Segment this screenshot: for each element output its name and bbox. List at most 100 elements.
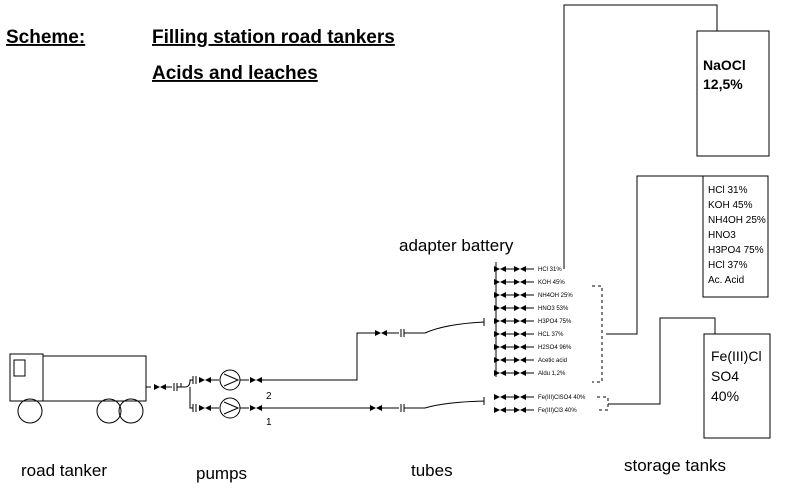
adapter-row: NH4OH 25% [494,292,573,299]
adapter-row: HCL 37% [494,331,564,338]
adapter-inlet-valve-icon [494,292,506,298]
pump-2-coupling-icon [192,376,197,384]
adapter-inlet-valve-icon [494,318,506,324]
road-tanker [9,353,151,424]
acids-tank [702,175,769,298]
pump-1-arrow-icon [223,401,240,415]
tube-2-hose [404,318,485,334]
title-line-1: Filling station road tankers [152,27,395,48]
adapter-battery: HCl 31% KOH 45% NH4OH 25% HNO3 53% H3PO4 75%… [494,262,609,414]
adapter-inlet-valve-icon [494,305,506,311]
adapter-outlet-valve-icon [514,407,526,413]
fe-tank-line-3: 40% [711,388,739,404]
naocl-tank-line-1: NaOCl [703,57,746,73]
tanker-window [13,359,26,377]
upper-adapter-rows: HCl 31% KOH 45% NH4OH 25% HNO3 53% H3PO4 75%… [494,266,573,377]
pump-1-inlet-valve-icon [199,405,211,411]
upper-adapter-bracket [592,285,603,383]
adapter-row: Aldu 1,2% [494,370,566,377]
lower-adapter-rows: Fe(III)ClSO4 40% Fe(III)Cl3 40% [494,394,586,414]
adapter-row: H2SO4 96% [494,344,572,351]
tanker-to-pumps-pipe [177,379,193,409]
adapter-label: HCL 37% [538,332,564,338]
fe-tank-line-2: SO4 [711,368,739,384]
tube-1-valve-icon [370,405,382,411]
adapter-outlet-valve-icon [514,292,526,298]
acids-tank-line-1: HCl 31% [708,185,748,196]
lower-adapter-bracket [597,396,609,411]
adapter-label: Fe(III)ClSO4 40% [538,395,586,401]
adapter-row: HNO3 53% [494,305,569,312]
adapter-inlet-valve-icon [494,357,506,363]
tube-2-coupling-icon [400,329,405,337]
adapter-label: HNO3 53% [538,306,569,312]
adapter-row: Fe(III)Cl3 40% [494,407,577,414]
adapter-label: H2SO4 96% [538,345,572,351]
adapter-inlet-valve-icon [494,370,506,376]
adapter-row: HCl 31% [494,266,562,273]
tube-2-valve-icon [375,330,387,336]
title-line-2: Acids and leaches [152,63,318,84]
tanker-tank [42,355,147,402]
acids-tank-line-7: Ac. Acid [708,275,744,286]
road-tanker-caption: road tanker [21,461,107,480]
adapter-inlet-valve-icon [494,344,506,350]
adapter-label: Acetic acid [538,358,567,364]
pump-2-line [262,332,375,381]
pump-1-coupling-icon [192,404,197,412]
fe-tank [703,333,771,439]
storage-tanks-caption: storage tanks [624,456,726,475]
adapter-outlet-valve-icon [514,318,526,324]
tubes-caption: tubes [411,461,453,480]
adapter-label: KOH 45% [538,280,565,286]
adapter-row: Fe(III)ClSO4 40% [494,394,586,401]
tube-1-hose [404,397,485,409]
adapter-label: H3PO4 75% [538,319,572,325]
tanker-wheel-rear-1 [96,398,122,424]
adapter-row: Acetic acid [494,357,567,364]
tube-1-coupling-icon [400,404,405,412]
pump-2-number: 2 [266,391,272,402]
tanker-wheel-rear-2 [118,398,144,424]
adapter-inlet-valve-icon [494,279,506,285]
adapter-row: H3PO4 75% [494,318,572,325]
acids-tank-line-5: H3PO4 75% [708,245,764,256]
pump-2-inlet-valve-icon [199,377,211,383]
fe-tank-line-1: Fe(III)Cl [711,348,762,364]
adapter-inlet-valve-icon [494,331,506,337]
pump-2-outlet-valve-icon [250,377,262,383]
pump-2-arrow-icon [223,373,240,387]
tanker-valve-icon [154,384,166,390]
adapter-row: KOH 45% [494,279,565,286]
naocl-tank-line-2: 12,5% [703,76,743,92]
adapter-inlet-valve-icon [494,394,506,400]
fe-supply-line [608,317,716,405]
adapter-label: Fe(III)Cl3 40% [538,408,577,414]
adapter-label: HCl 31% [538,267,562,273]
adapter-outlet-valve-icon [514,279,526,285]
adapter-outlet-valve-icon [514,394,526,400]
adapter-battery-label: adapter battery [399,236,514,255]
adapter-outlet-valve-icon [514,305,526,311]
tanker-cab [9,353,44,402]
pump-1-number: 1 [266,417,272,428]
adapter-outlet-valve-icon [514,344,526,350]
adapter-label: Aldu 1,2% [538,371,566,377]
adapter-outlet-valve-icon [514,331,526,337]
tanker-wheel-front [17,398,43,424]
naocl-supply-line [563,4,718,269]
naocl-tank [696,30,770,157]
adapter-inlet-valve-icon [494,266,506,272]
adapter-outlet-valve-icon [514,357,526,363]
pump-1-outlet-valve-icon [250,405,262,411]
adapter-outlet-valve-icon [514,266,526,272]
adapter-outlet-valve-icon [514,370,526,376]
scheme-label: Scheme: [6,27,85,48]
acids-tank-line-6: HCl 37% [708,260,748,271]
tanker-coupling-icon [173,383,178,391]
acids-tank-line-3: NH4OH 25% [708,215,766,226]
acids-tank-line-4: HNO3 [708,230,736,241]
acids-supply-line [606,175,703,335]
acids-tank-line-2: KOH 45% [708,200,753,211]
